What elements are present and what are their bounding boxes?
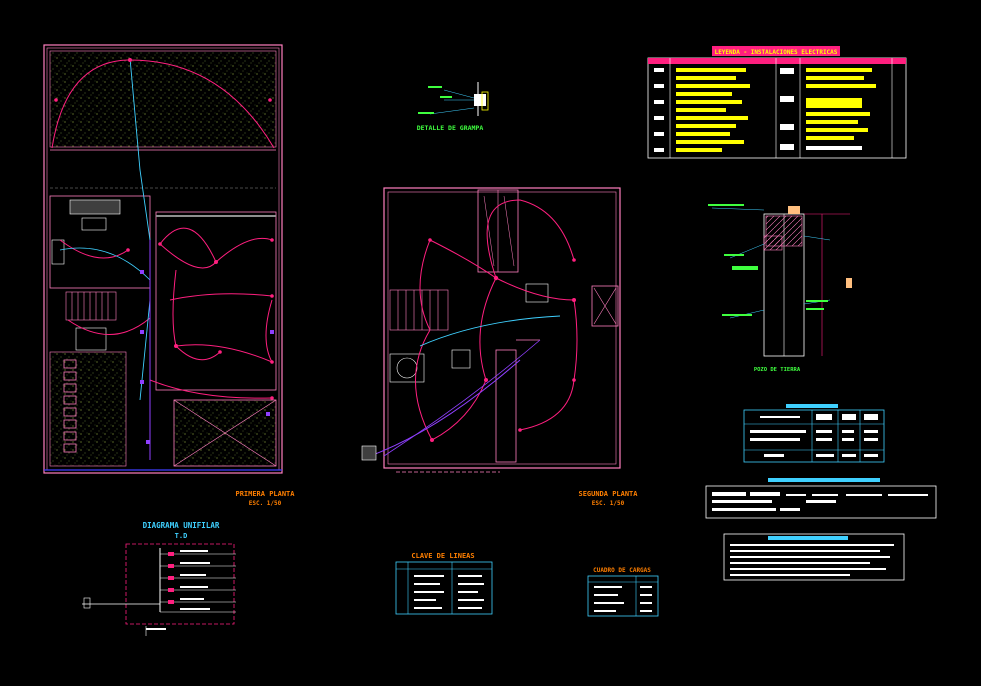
resumen-table (743, 404, 885, 463)
primera-planta-scale: ESC. 1/50 (249, 500, 282, 507)
diagrama-unifilar-title: DIAGRAMA UNIFILAR (143, 521, 220, 530)
segunda-planta-plan (361, 187, 621, 473)
pozo-tierra-drawing (708, 204, 852, 357)
primera-planta-title: PRIMERA PLANTA (235, 490, 295, 498)
clave-lineas-table (395, 561, 493, 615)
diagrama-unifilar-subtitle: T.D (175, 532, 188, 540)
detalle-grampa-drawing (418, 82, 489, 116)
calculo-table (705, 485, 937, 519)
cuadro-cargas-title: CUADRO DE CARGAS (593, 567, 651, 574)
leyenda-table (647, 57, 907, 159)
detalle-grampa-title: DETALLE DE GRAMPA (417, 124, 484, 132)
clave-lineas-title: CLAVE DE LINEAS (411, 552, 474, 560)
pozo-tierra-title: POZO DE TIERRA (754, 367, 801, 373)
segunda-planta-title: SEGUNDA PLANTA (578, 490, 638, 498)
leyenda-title: LEYENDA - INSTALACIONES ELECTRICAS (715, 49, 838, 56)
segunda-planta-scale: ESC. 1/50 (592, 500, 625, 507)
cuadro-cargas-table (587, 575, 659, 617)
diagrama-unifilar-drawing (82, 543, 236, 636)
notas-table (723, 533, 905, 581)
primera-planta-plan (43, 44, 283, 474)
